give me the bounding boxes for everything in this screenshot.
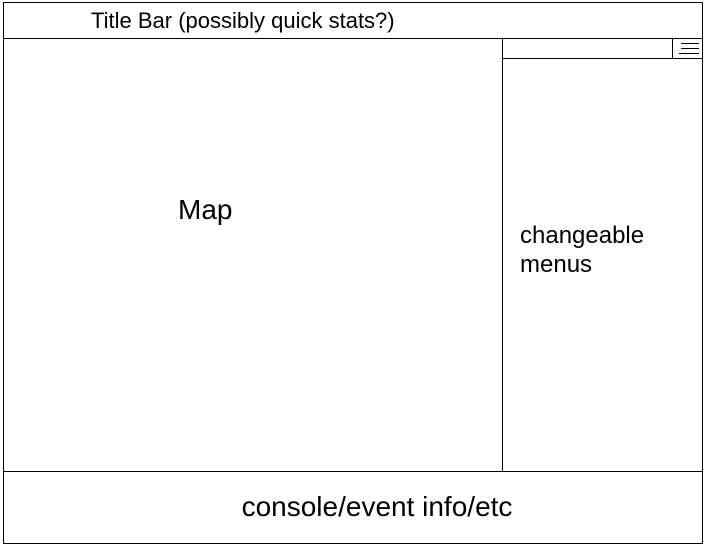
console-bar: console/event info/etc [4,471,702,544]
menu-panel: changeable menus [503,39,702,471]
map-panel[interactable]: Map [4,39,503,471]
app-window-frame: Title Bar (possibly quick stats?) Map ch… [3,2,703,544]
menu-button[interactable] [672,39,703,58]
menu-panel-header [503,39,702,59]
menu-panel-label: changeable menus [520,222,645,278]
hamburger-menu-icon [679,43,699,54]
title-bar-label: Title Bar (possibly quick stats?) [91,8,395,33]
console-label: console/event info/etc [241,491,513,522]
map-label: Map [178,194,233,225]
title-bar: Title Bar (possibly quick stats?) [4,3,702,39]
